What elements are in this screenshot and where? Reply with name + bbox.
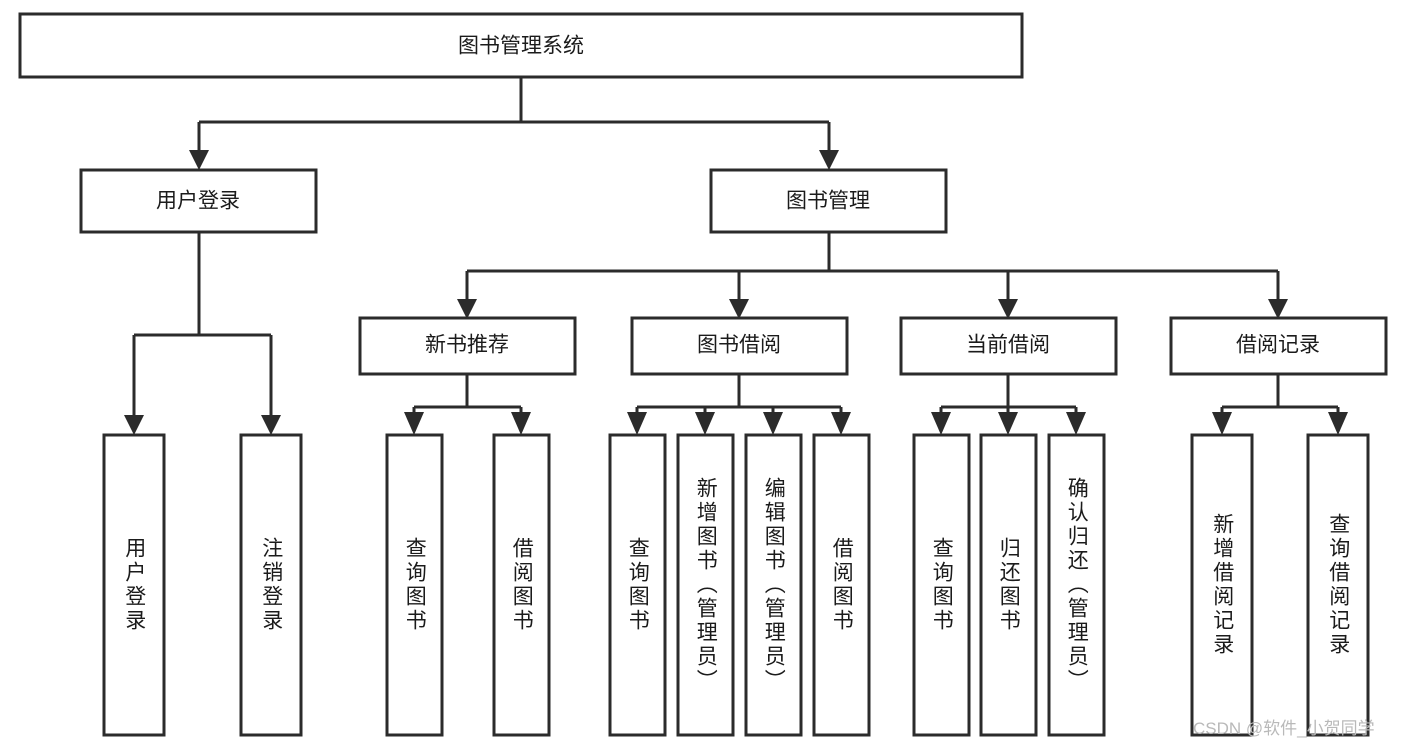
node-label-borrow-record: 借阅记录 [1236,334,1320,357]
node-label-leaf-cb-2: 归还图书 [997,537,1021,633]
arrow-head-leaf-br-1 [1212,412,1232,435]
node-label-leaf-bb-3: 编辑图书（管理员） [762,477,786,693]
connector-group-current-borrow [931,373,1086,435]
node-label-leaf-bb-2: 新增图书（管理员） [694,477,718,693]
node-box-leaf-bb-3[interactable] [744,433,803,737]
node-label-leaf-bb-1: 查询图书 [626,537,650,633]
node-box-root[interactable] [18,12,1024,79]
node-box-new-book-recommend[interactable] [358,316,577,376]
node-box-book-manage[interactable] [709,168,948,234]
node-label-current-borrow: 当前借阅 [966,334,1050,357]
arrow-head-leaf-bb-1 [627,412,647,435]
node-label-leaf-br-2: 查询借阅记录 [1326,513,1350,657]
csdn-watermark: CSDN @软件_小贺同学 [1193,719,1375,738]
connector-group-book-borrow [627,373,851,435]
arrow-head-leaf-user-login-1 [124,415,144,435]
arrow-head-leaf-nbr-2 [511,412,531,435]
connector-group-user-login [124,232,281,435]
node-box-leaf-nbr-2[interactable] [492,433,551,737]
arrow-head-leaf-user-login-2 [261,415,281,435]
arrow-head-leaf-cb-1 [931,412,951,435]
arrow-head-leaf-bb-3 [763,412,783,435]
node-label-root: 图书管理系统 [458,35,584,58]
node-box-leaf-br-2[interactable] [1306,433,1370,737]
node-label-leaf-user-login-2: 注销登录 [259,537,283,633]
connector-group-borrow-record [1212,373,1348,435]
arrow-head-leaf-bb-2 [695,412,715,435]
node-label-leaf-user-login-1: 用户登录 [122,537,146,633]
node-label-leaf-bb-4: 借阅图书 [830,537,854,633]
arrow-head-leaf-br-2 [1328,412,1348,435]
node-box-book-borrow[interactable] [630,316,849,376]
node-label-leaf-nbr-2: 借阅图书 [510,537,534,633]
arrow-head-leaf-cb-2 [998,412,1018,435]
connector-group-new-book-recommend [404,373,531,435]
node-box-leaf-br-1[interactable] [1190,433,1254,737]
node-label-leaf-br-1: 新增借阅记录 [1210,513,1234,657]
arrow-head-current-borrow [998,299,1018,319]
connector-group-book-manage [457,232,1288,319]
node-label-book-manage: 图书管理 [786,190,870,213]
node-label-leaf-nbr-1: 查询图书 [403,537,427,633]
arrow-head-book-manage [819,150,839,170]
node-label-book-borrow: 图书借阅 [697,334,781,357]
node-box-borrow-record[interactable] [1169,316,1388,376]
node-box-leaf-user-login-2[interactable] [239,433,303,737]
arrow-head-leaf-cb-3 [1066,412,1086,435]
node-box-leaf-cb-1[interactable] [912,433,971,737]
arrow-head-user-login [189,150,209,170]
node-box-user-login[interactable] [79,168,318,234]
connector-group-root [189,77,839,170]
node-box-leaf-cb-3[interactable] [1047,433,1106,737]
arrow-head-leaf-nbr-1 [404,412,424,435]
node-box-leaf-bb-4[interactable] [812,433,871,737]
node-box-leaf-user-login-1[interactable] [102,433,166,737]
node-box-leaf-bb-2[interactable] [676,433,735,737]
arrow-head-new-book-recommend [457,299,477,319]
node-box-leaf-bb-1[interactable] [608,433,667,737]
node-box-current-borrow[interactable] [899,316,1118,376]
node-box-leaf-nbr-1[interactable] [385,433,444,737]
arrow-head-book-borrow [729,299,749,319]
node-box-leaf-cb-2[interactable] [979,433,1038,737]
arrow-head-borrow-record [1268,299,1288,319]
node-label-leaf-cb-1: 查询图书 [930,537,954,633]
node-label-new-book-recommend: 新书推荐 [425,334,509,357]
arrow-head-leaf-bb-4 [831,412,851,435]
node-label-user-login: 用户登录 [156,190,240,213]
node-label-leaf-cb-3: 确认归还（管理员） [1065,477,1089,693]
